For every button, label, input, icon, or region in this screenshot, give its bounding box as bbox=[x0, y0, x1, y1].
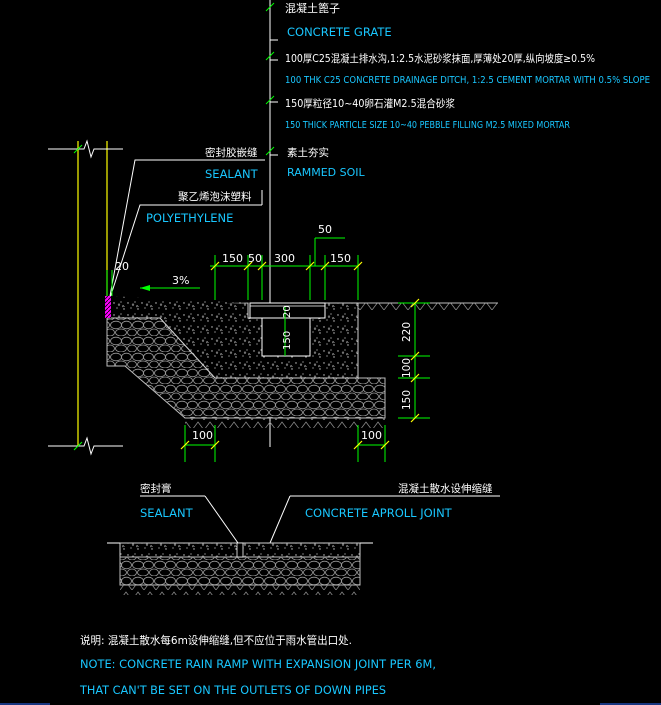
apron-joint-label-en: CONCRETE APROLL JOINT bbox=[305, 506, 453, 520]
sealant-leaders bbox=[109, 159, 265, 299]
sealant-joint-label-en: SEALANT bbox=[205, 167, 259, 181]
wall-ticks bbox=[73, 144, 83, 451]
note-cn: 说明: 混凝土散水每6m设伸缩缝,但不应位于雨水管出口处. bbox=[80, 633, 352, 647]
sealant-insulation bbox=[105, 296, 111, 318]
joint-pebble-layer bbox=[119, 556, 361, 586]
dim-100-vertical: 100 bbox=[401, 358, 413, 378]
dim-220: 220 bbox=[401, 322, 413, 342]
ditch-label-cn: 100厚C25混凝土排水沟,1:2.5水泥砂浆抹面,厚薄处20厚,纵向坡度≥0.… bbox=[285, 52, 595, 65]
dim-20: 20 bbox=[115, 260, 129, 273]
rammed-soil-bottom bbox=[185, 418, 385, 428]
dim-50-top: 50 bbox=[318, 223, 332, 236]
ditch-label-en: 100 THK C25 CONCRETE DRAINAGE DITCH, 1:2… bbox=[285, 75, 650, 86]
ditch-channel bbox=[261, 317, 311, 357]
tick-marks bbox=[265, 2, 275, 156]
break-lines bbox=[48, 139, 123, 456]
slope-arrow-head bbox=[140, 285, 150, 291]
dim-100-left: 100 bbox=[192, 429, 213, 442]
polyethylene-label-cn: 聚乙烯泡沫塑料 bbox=[178, 190, 252, 203]
note-en-line1: NOTE: CONCRETE RAIN RAMP WITH EXPANSION … bbox=[80, 657, 436, 671]
dim-50: 50 bbox=[248, 252, 262, 265]
dim-150-right: 150 bbox=[330, 252, 351, 265]
dim-150-vertical: 150 bbox=[401, 390, 413, 410]
pebble-label-en: 150 THICK PARTICLE SIZE 10~40 PEBBLE FIL… bbox=[285, 120, 570, 131]
dim-100-right: 100 bbox=[361, 429, 382, 442]
rammed-soil-right bbox=[358, 303, 498, 311]
dimension-ticks bbox=[180, 261, 420, 450]
dim-150-left: 150 bbox=[222, 252, 243, 265]
soil-label-en: RAMMED SOIL bbox=[287, 166, 366, 179]
dim-slope: 3% bbox=[172, 274, 189, 287]
sealant2-label-cn: 密封膏 bbox=[140, 482, 172, 495]
apron-joint-label-cn: 混凝土散水设伸缩缝 bbox=[398, 482, 493, 495]
joint-detail-leaders bbox=[140, 495, 500, 544]
wall-line bbox=[77, 141, 108, 446]
sealant-joint-label-cn: 密封胶嵌缝 bbox=[205, 146, 258, 159]
sealant2-label-en: SEALANT bbox=[140, 506, 194, 520]
grate-label-en: CONCRETE GRATE bbox=[287, 25, 392, 39]
expansion-joint bbox=[236, 542, 244, 558]
pebble-label-cn: 150厚粒径10~40卵石灌M2.5混合砂浆 bbox=[285, 97, 455, 110]
grate-label-cn: 混凝土篦子 bbox=[285, 1, 340, 15]
note-en-line2: THAT CAN'T BE SET ON THE OUTLETS OF DOWN… bbox=[79, 683, 386, 697]
joint-soil-layer bbox=[120, 585, 360, 595]
soil-label-cn: 素土夯实 bbox=[287, 146, 329, 159]
dim-20-inner: 20 bbox=[282, 305, 293, 318]
polyethylene-label-en: POLYETHYLENE bbox=[146, 211, 233, 225]
dim-300: 300 bbox=[274, 252, 295, 265]
dim-150-inner: 150 bbox=[282, 331, 293, 350]
